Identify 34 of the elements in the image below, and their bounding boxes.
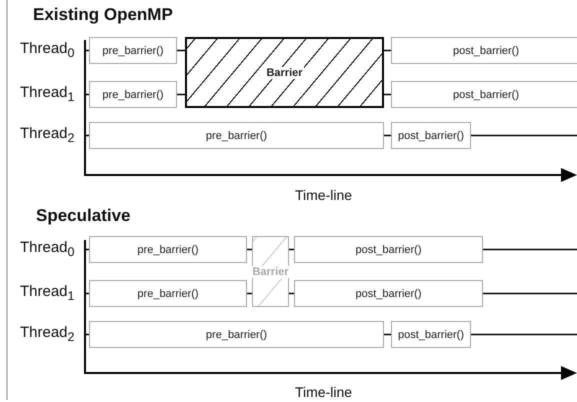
axis-label: Time-line <box>295 384 352 400</box>
task-box: pre_barrier() <box>89 122 384 149</box>
connector-line <box>384 334 391 336</box>
task-box: pre_barrier() <box>89 81 177 108</box>
task-box: post_barrier() <box>391 122 471 149</box>
barrier-box: Barrier <box>252 236 289 307</box>
thread-label: Thread$_{1}$ <box>20 84 74 104</box>
connector-line <box>177 50 185 52</box>
task-box: post_barrier() <box>391 81 577 108</box>
connector-line <box>177 94 185 96</box>
task-box: post_barrier() <box>391 37 577 64</box>
task-box: post_barrier() <box>294 236 483 263</box>
thread-label: Thread$_{1}$ <box>20 283 74 303</box>
connector-line <box>289 292 294 294</box>
connector-line <box>289 248 294 250</box>
connector-line <box>384 134 391 136</box>
section-heading: Speculative <box>36 206 130 226</box>
task-box: post_barrier() <box>294 280 483 307</box>
section-heading: Existing OpenMP <box>33 5 173 25</box>
task-box: post_barrier() <box>391 321 471 348</box>
connector-line <box>384 50 391 52</box>
thread-label: Thread$_{2}$ <box>20 324 74 344</box>
thread-label: Thread$_{0}$ <box>20 239 74 259</box>
task-box: pre_barrier() <box>89 280 247 307</box>
connector-line <box>247 292 252 294</box>
task-box: pre_barrier() <box>89 236 247 263</box>
thread-label: Thread$_{2}$ <box>20 125 74 145</box>
axis-label: Time-line <box>295 187 352 203</box>
task-box: pre_barrier() <box>89 37 177 64</box>
thread-label: Thread$_{0}$ <box>20 40 74 60</box>
barrier-box: Barrier <box>185 37 384 108</box>
connector-line <box>384 94 391 96</box>
connector-line <box>247 248 252 250</box>
task-box: pre_barrier() <box>89 321 384 348</box>
